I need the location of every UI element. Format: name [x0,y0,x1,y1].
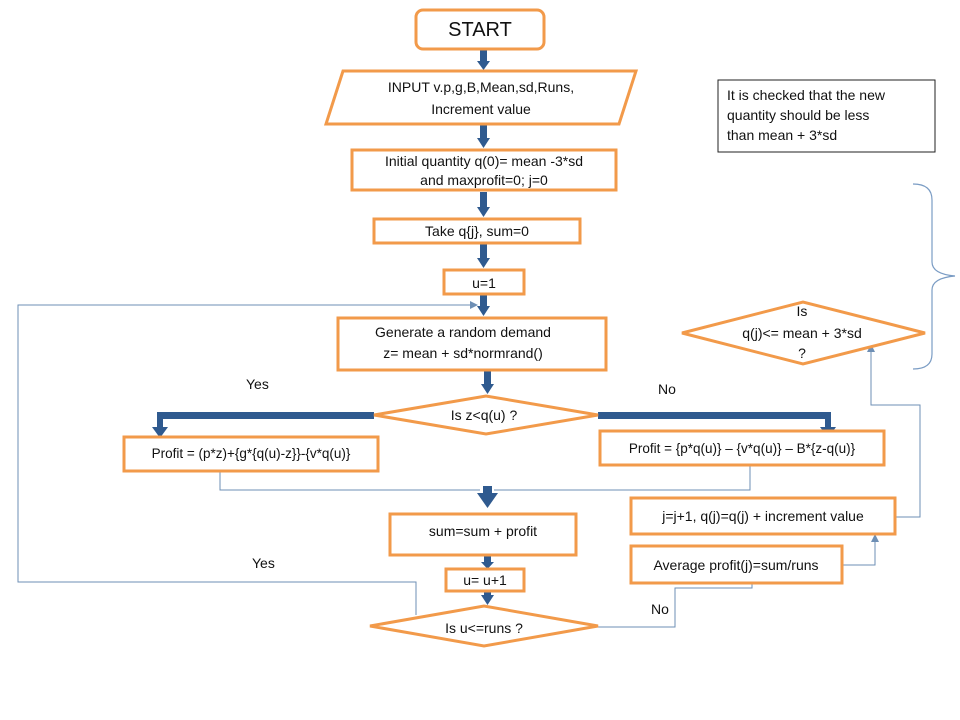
decision-z-label: Is z<q(u) ? [451,407,518,423]
yes-label-z: Yes [246,376,269,392]
generate-node: Generate a random demand z= mean + sd*no… [336,316,608,372]
arrow-start-input [477,50,490,70]
note-line2: quantity should be less [727,107,869,123]
note-line3: than mean + 3*sd [727,127,837,143]
arrow-u-runs [481,591,494,605]
input-label-line2: Increment value [431,101,531,117]
arrow-take-u [477,244,490,268]
branch-arrow-yes [152,412,374,438]
sum-label: sum=sum + profit [429,523,537,539]
profit-no-label: Profit = {p*q(u)} – {v*q(u)} – B*{z-q(u)… [629,441,856,456]
average-node: Average profit(j)=sum/runs [629,544,844,585]
average-to-increment-connector [842,542,876,566]
profit-no-merge-connector [494,466,751,491]
loop-back-connector [17,304,470,615]
u-init-node: u=1 [442,268,526,296]
arrow-sum-u [481,556,494,569]
arrow-u-generate [477,294,490,316]
arrow-merge-sum [477,486,498,508]
loop-back-arrowhead [470,301,478,309]
decision-q-label-line1: Is [797,303,808,319]
note-line1: It is checked that the new [727,87,886,103]
increment-node: j=j+1, q(j)=q(j) + increment value [629,496,897,536]
decision-q-label-line3: ? [798,345,806,361]
profit-yes-label: Profit = (p*z)+{g*{q(u)-z}}-{v*q(u)} [152,446,351,461]
increment-to-decision-connector [870,352,921,518]
increment-label: j=j+1, q(j)=q(j) + increment value [661,508,864,524]
sum-node: sum=sum + profit [388,512,578,557]
input-label-line1: INPUT v.p,g,B,Mean,sd,Runs, [388,79,574,95]
profit-yes-node: Profit = (p*z)+{g*{q(u)-z}}-{v*q(u)} [122,435,380,473]
generate-label-line1: Generate a random demand [375,324,551,340]
average-arrowhead [871,534,879,542]
arrow-init-take [477,192,490,217]
generate-label-line2: z= mean + sd*normrand() [383,345,543,361]
decision-q-label-line2: q(j)<= mean + 3*sd [742,325,861,341]
u-inc-label: u= u+1 [463,572,507,588]
init-node: Initial quantity q(0)= mean -3*sd and ma… [350,148,618,192]
arrow-generate-decision [481,371,494,394]
u-inc-node: u= u+1 [444,567,526,593]
decision-runs-node: Is u<=runs ? [369,604,599,648]
profit-yes-merge-connector [219,472,480,491]
u-init-label: u=1 [472,275,496,291]
yes-label-runs: Yes [252,555,275,571]
decision-z-node: Is z<q(u) ? [373,394,599,436]
decision-runs-label: Is u<=runs ? [445,620,523,636]
take-node: Take q{j}, sum=0 [372,217,582,245]
init-label-line1: Initial quantity q(0)= mean -3*sd [385,153,583,169]
arrow-input-init [477,125,490,148]
start-node: START [414,8,546,51]
average-label: Average profit(j)=sum/runs [653,557,818,573]
input-node: INPUT v.p,g,B,Mean,sd,Runs, Increment va… [323,69,639,126]
decision-q-node: Is q(j)<= mean + 3*sd ? [681,300,926,366]
note-brace [912,183,956,370]
no-label-z: No [658,381,676,397]
main-flow-arrows [477,50,498,605]
note-box: It is checked that the new quantity shou… [717,79,936,153]
profit-no-node: Profit = {p*q(u)} – {v*q(u)} – B*{z-q(u)… [598,429,886,467]
no-label-runs: No [651,601,669,617]
take-label: Take q{j}, sum=0 [425,223,529,239]
init-label-line2: and maxprofit=0; j=0 [420,172,548,188]
start-label: START [448,19,512,41]
